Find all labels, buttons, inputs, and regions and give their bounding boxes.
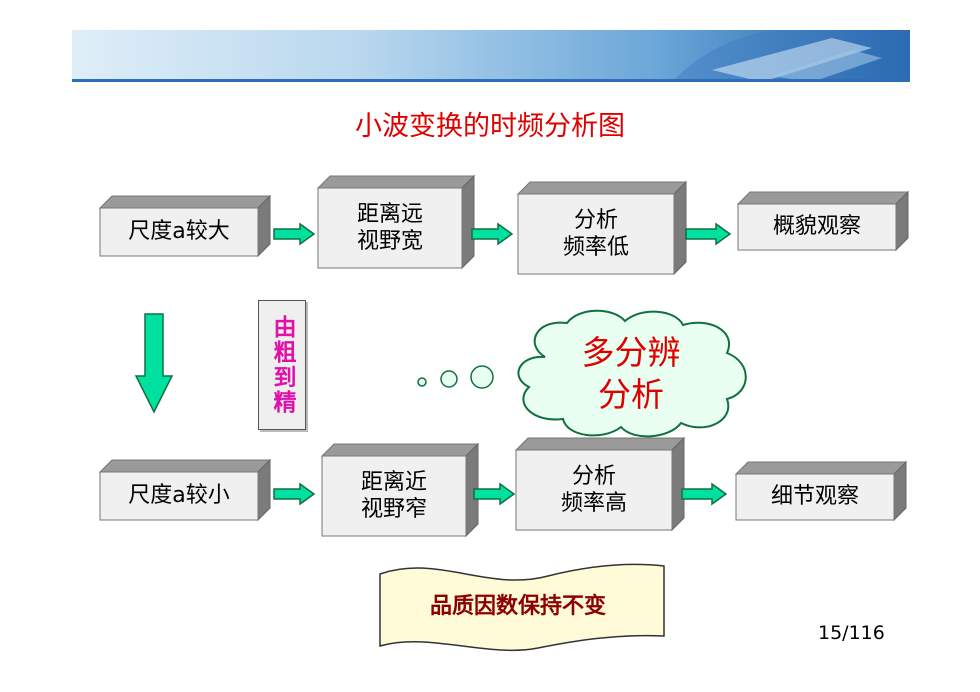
quality-factor-label: 品质因数保持不变 <box>429 594 606 619</box>
box-scale-large: 尺度a较大 <box>98 194 272 258</box>
coarse-to-fine-label: 由粗到精 <box>258 300 306 430</box>
box-label-line: 视野宽 <box>356 229 423 254</box>
box-label-line: 分析 <box>573 207 618 233</box>
box-label-line: 距离远 <box>356 201 423 227</box>
box-scale-small: 尺度a较小 <box>98 458 272 522</box>
page-title: 小波变换的时频分析图 <box>355 111 625 142</box>
box-label: 概貌观察 <box>772 214 861 240</box>
arrow-right-icon <box>273 222 316 246</box>
cloud-text: 多分辨 分析 <box>505 332 757 416</box>
cloud-line: 分析 <box>598 375 664 414</box>
cloud-shape <box>517 309 747 438</box>
cloud-line: 多分辨 <box>581 333 681 372</box>
thought-bubbles <box>417 365 494 389</box>
box-analysis-high: 分析 频率高 <box>514 436 686 532</box>
box-label-line: 视野窄 <box>360 497 427 522</box>
box-analysis-low: 分析 频率低 <box>516 180 688 276</box>
box-label-line: 距离近 <box>360 469 427 495</box>
arrow-right-icon <box>681 482 728 506</box>
box-label-line: 频率低 <box>562 235 629 260</box>
box-observe-detail: 细节观察 <box>734 460 908 522</box>
box-label: 尺度a较大 <box>128 219 230 245</box>
header-banner <box>72 30 910 82</box>
box-label-line: 频率高 <box>560 491 627 516</box>
page-number: 15/116 <box>818 622 885 644</box>
box-distance-near: 距离近 视野窄 <box>320 442 480 538</box>
arrow-right-icon <box>273 482 316 506</box>
box-distance-far: 距离远 视野宽 <box>316 174 476 270</box>
wave-banner-shape <box>379 563 665 652</box>
box-label: 尺度a较小 <box>128 483 230 509</box>
arrow-right-icon <box>471 222 514 246</box>
arrow-right-icon <box>473 482 516 506</box>
arrow-down-icon <box>134 313 174 414</box>
box-observe-overview: 概貌观察 <box>736 190 910 252</box>
box-label: 细节观察 <box>770 484 859 510</box>
arrow-right-icon <box>685 222 732 246</box>
box-label-line: 分析 <box>571 463 616 489</box>
